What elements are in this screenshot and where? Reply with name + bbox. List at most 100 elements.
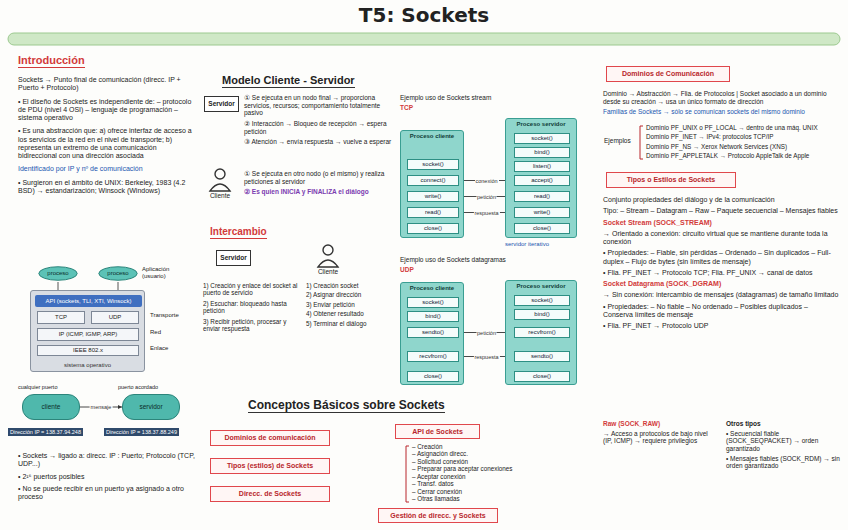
note-text: 5) Terminar el diálogo: [306, 320, 396, 327]
note-text: ② Es quien INICIA y FINALIZA el diálogo: [244, 188, 394, 196]
note-text: – Asignación direcc.: [412, 450, 532, 457]
protocol-box: IP (ICMP, IGMP, ARP): [37, 328, 139, 341]
note-text: Transporte: [150, 312, 194, 319]
text-group: Sockets → Punto final de comunicación (d…: [18, 76, 196, 195]
note-text: – Transf. datos: [412, 480, 532, 487]
note-text: • 2¹⁶ puertos posibles: [18, 473, 196, 481]
node-text: Dominios de Comunicación: [622, 70, 714, 78]
text-group: TCP: [400, 104, 440, 112]
call-box: recvfrom(): [407, 351, 459, 362]
node-text: TCP: [55, 314, 67, 321]
node-text: close(): [533, 373, 551, 380]
note-text: – Solicitud conexión: [412, 458, 532, 465]
person-head: [323, 245, 333, 255]
note-text: 2) Escuchar: bloqueado hasta petición: [203, 300, 298, 315]
note-text: – Cerrar conexión: [412, 488, 532, 495]
node-text: proceso: [47, 270, 68, 277]
call-box: bind(): [514, 309, 570, 320]
protocol-box: UDP: [91, 311, 139, 324]
list-bracket: [406, 446, 409, 502]
node-text: recvfrom(): [528, 329, 555, 336]
call-box: read(): [514, 191, 570, 202]
node-text: Proceso servidor: [506, 283, 576, 290]
note-text: Sockets → Punto final de comunicación (d…: [18, 76, 196, 93]
text-group: Aplicación (usuario): [142, 266, 194, 280]
text-group: Introducción: [18, 54, 188, 68]
node-text: Proceso cliente: [401, 133, 463, 140]
text-group: 1) Creación y enlace del socket al puert…: [203, 282, 298, 333]
node-text: sendto(): [531, 353, 553, 360]
concept-box: Tipos o Estilos de Sockets: [606, 172, 736, 188]
text-group: Conceptos Básicos sobre Sockets: [248, 398, 508, 413]
call-box: write(): [407, 191, 459, 202]
note-text: • Surgieron en el ámbito de UNIX: Berkel…: [18, 179, 196, 196]
process-panel: socket()bind()listen()accept()read()writ…: [505, 118, 577, 238]
node-text: close(): [424, 373, 442, 380]
node-text: Servidor: [208, 100, 234, 107]
text-group: Dominio PF_UNIX o PF_LOCAL → dentro de u…: [646, 124, 840, 160]
concept-box: Gestión de direcc. y Sockets: [378, 508, 498, 523]
note-text: – Preparar para aceptar conexiones: [412, 465, 532, 472]
node-text: bind(): [425, 313, 440, 320]
connector-label: respuesta: [473, 209, 499, 215]
note-text: • Es una abstracción que: a) ofrece inte…: [18, 127, 196, 160]
list-bracket: [640, 126, 643, 159]
note-text: Identificado por IP y nº de comunicación: [18, 165, 196, 173]
text-group: Conjunto propiedades del diálogo y de la…: [603, 196, 839, 330]
node-text: Tipos (estilos) de Sockets: [227, 462, 313, 470]
node-text: recvfrom(): [419, 353, 446, 360]
call-box: close(): [407, 223, 459, 234]
host-node: cliente: [22, 394, 80, 420]
note-text: • Sockets → ligado a: direcc. IP : Puert…: [18, 452, 196, 469]
node-text: socket(): [422, 299, 443, 306]
node-text: bind(): [534, 311, 549, 318]
text-group: UDP: [400, 266, 440, 274]
node-text: Proceso servidor: [506, 121, 576, 128]
concept-box: Dominios de Comunicación: [606, 66, 730, 82]
text-group: Dirección IP = 138.37.94.248: [8, 428, 98, 436]
note-text: 3) Enviar petición: [306, 301, 396, 308]
call-box: close(): [514, 371, 570, 382]
section-heading: Modelo Cliente - Servidor: [222, 74, 355, 88]
text-group: Intercambio: [210, 226, 330, 239]
text-group: Cliente: [203, 192, 237, 200]
node-text: IP (ICMP, IGMP, ARP): [59, 331, 118, 338]
oval-shape: [99, 267, 137, 281]
text-group: puerto acordado: [118, 384, 184, 390]
node-text: API (sockets, TLI, XTI, Winsock): [45, 298, 131, 305]
note-text: 3) Recibir petición, procesar y enviar r…: [203, 318, 298, 333]
node-text: Tipos o Estilos de Sockets: [627, 176, 716, 184]
note-text: ③ Atención → envía respuesta → vuelve a …: [244, 138, 394, 146]
call-box: socket(): [407, 297, 459, 308]
call-box: socket(): [407, 159, 459, 170]
node-text: connect(): [420, 177, 445, 184]
node-text: Direcc. de Sockets: [239, 490, 301, 498]
process-oval: proceso: [38, 266, 78, 281]
process-panel: socket()bind()recvfrom()sendto()close()P…: [505, 280, 577, 385]
oval-shape: [39, 267, 77, 281]
node-text: close(): [424, 225, 442, 232]
process-panel: socket()bind()sendto()recvfrom()close()P…: [400, 282, 464, 385]
node-text: bind(): [534, 149, 549, 156]
node-text: socket(): [531, 135, 552, 142]
call-box: listen(): [514, 161, 570, 172]
note-text: 1) Creación y enlace del socket al puert…: [203, 282, 298, 297]
note-text: • Flia. PF_INET → Protocolo TCP; Flia. P…: [603, 269, 839, 277]
node-text: read(): [534, 193, 550, 200]
text-group: Raw (SOCK_RAW)→ Acceso a protocolos de b…: [603, 420, 718, 445]
concept-box: API de Sockets: [395, 424, 480, 439]
note-text: UDP: [400, 266, 440, 274]
connector-label: respuesta: [473, 353, 499, 359]
concept-box: Dominios de comunicación: [210, 430, 330, 446]
process-panel: socket() connect() write() read() close() Pro…: [400, 130, 464, 238]
note-text: – Aceptar conexión: [412, 473, 532, 480]
text-group: Cliente: [311, 268, 345, 276]
note-text: Dominio PF_UNIX o PF_LOCAL → dentro de u…: [646, 124, 840, 131]
call-box: sendto(): [407, 327, 459, 338]
note-text: Ejemplos: [604, 137, 640, 145]
node-text: sistema operativo: [31, 362, 144, 369]
node-text: Servidor: [220, 254, 246, 261]
note-text: cualquier puerto: [18, 384, 84, 390]
note-text: • No se puede recibir en un puerto ya as…: [18, 485, 196, 502]
call-box: read(): [407, 207, 459, 218]
